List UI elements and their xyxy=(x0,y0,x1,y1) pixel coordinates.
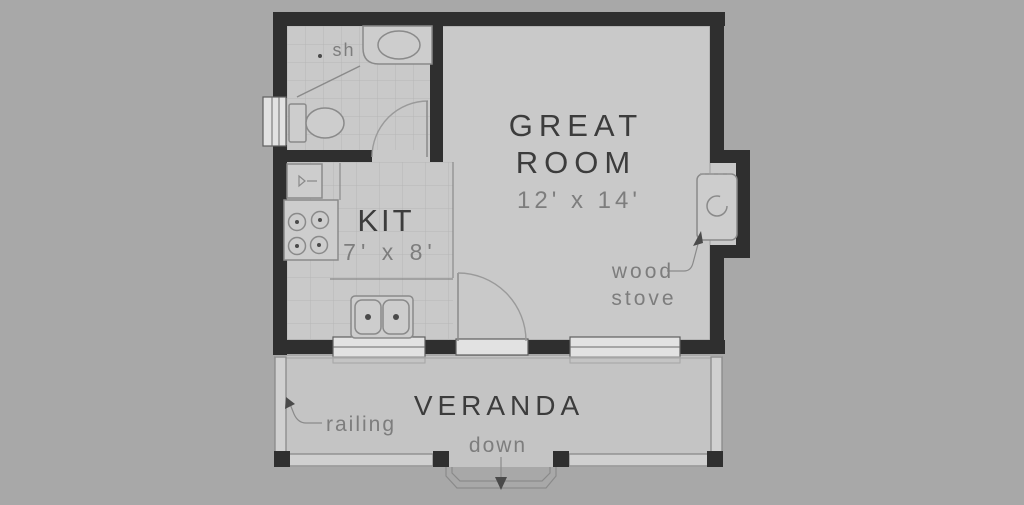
bathroom-door-swing xyxy=(371,100,429,158)
post-steps-left xyxy=(433,451,449,467)
sink-drain-right xyxy=(393,314,399,320)
shower-label: sh xyxy=(332,40,355,60)
sink-drain-left xyxy=(365,314,371,320)
window-front-right-sill xyxy=(569,356,681,364)
window-bathroom-left xyxy=(262,96,287,147)
refrigerator-symbol xyxy=(298,174,317,188)
wall-left-upper xyxy=(273,12,287,98)
toilet-tank xyxy=(288,103,307,143)
wall-alcove-outer xyxy=(736,150,750,258)
vanity-sink-basin xyxy=(377,30,421,60)
wood-stove-label-line2: stove xyxy=(611,287,676,310)
entry-door xyxy=(457,272,527,342)
burner-2 xyxy=(310,210,330,230)
labels: sh GREAT ROOM 12' x 14' KIT 7' x 8' wood… xyxy=(326,40,676,457)
burner-1 xyxy=(287,212,307,232)
entry-door-swing xyxy=(457,272,527,342)
bathroom-fixtures xyxy=(288,25,433,158)
wall-bottom-seg3 xyxy=(527,340,570,354)
railing-leader-arrow xyxy=(285,397,295,409)
post-steps-right xyxy=(553,451,569,467)
window-front-left-sill xyxy=(332,356,426,364)
railing-leader-line xyxy=(289,403,322,424)
kitchen-label: KIT xyxy=(357,203,414,238)
stove-leader-arrow xyxy=(693,231,703,246)
burner-4 xyxy=(309,235,329,255)
burner-4-dot xyxy=(317,243,321,247)
wood-stove-flue xyxy=(706,195,728,217)
wall-bathroom-right xyxy=(430,26,443,162)
down-arrow-icon xyxy=(495,477,507,490)
railing-bottom-left xyxy=(285,453,434,467)
down-label: down xyxy=(469,434,527,457)
great-room-dims: 12' x 14' xyxy=(517,187,641,214)
great-room-label-line2: ROOM xyxy=(516,145,636,180)
wall-right-lower xyxy=(710,258,724,354)
veranda-structure xyxy=(274,356,723,490)
windows xyxy=(262,96,722,364)
shower-enclosure-line xyxy=(296,65,361,98)
stove-leader-line xyxy=(667,243,699,272)
sink-basin-right xyxy=(382,299,410,335)
kitchen-sink xyxy=(350,295,414,339)
wall-bottom-seg1 xyxy=(273,340,333,354)
kitchen-dims: 7' x 8' xyxy=(343,239,437,265)
veranda-floor xyxy=(275,356,722,467)
great-room-label-line1: GREAT xyxy=(509,108,644,143)
post-bottom-left xyxy=(274,451,290,467)
wood-stove-label-line1: wood xyxy=(611,260,674,283)
railing-label: railing xyxy=(326,413,396,436)
range xyxy=(283,199,339,261)
kitchen-fixtures xyxy=(283,163,453,339)
burner-1-dot xyxy=(295,220,299,224)
railing-bottom-right xyxy=(568,453,712,467)
entry-threshold xyxy=(455,338,529,356)
wall-right-upper xyxy=(710,12,724,152)
walls xyxy=(273,12,750,355)
toilet-bowl xyxy=(305,107,345,139)
post-bottom-right xyxy=(707,451,723,467)
railing-left xyxy=(274,356,287,456)
wood-stove-body xyxy=(696,173,738,241)
shower-label-dot xyxy=(318,54,322,58)
wall-top xyxy=(273,12,725,26)
wall-bottom-seg4 xyxy=(680,340,725,354)
burner-2-dot xyxy=(318,218,322,222)
wood-stove xyxy=(667,173,738,272)
wall-left-lower xyxy=(273,145,287,355)
sink-basin-left xyxy=(354,299,382,335)
wall-bathroom-bottom xyxy=(287,150,372,162)
burner-3-dot xyxy=(295,244,299,248)
burner-3 xyxy=(287,236,307,256)
railing-right xyxy=(710,356,723,454)
wall-bottom-seg2 xyxy=(425,340,460,354)
wall-alcove-bottom xyxy=(710,245,750,258)
veranda-label: VERANDA xyxy=(414,390,584,421)
